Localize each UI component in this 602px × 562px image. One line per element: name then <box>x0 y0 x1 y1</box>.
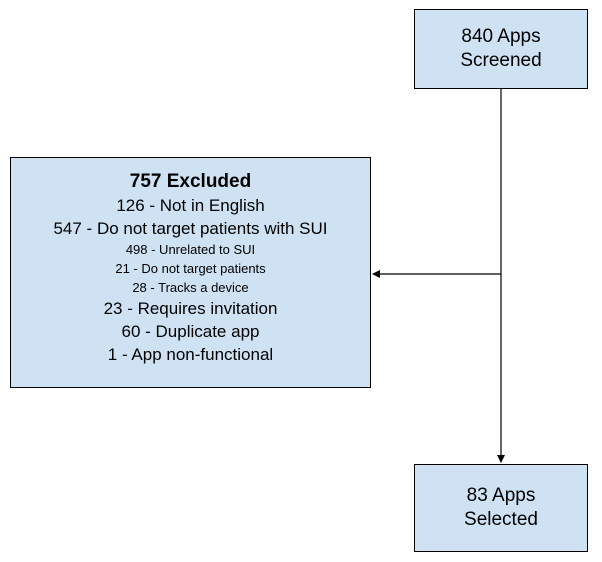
screened-label: Screened <box>460 50 542 71</box>
screened-apps-box: 840 Apps Screened <box>414 9 588 89</box>
reason-tracks-device: 28 - Tracks a device <box>132 280 249 295</box>
reason-not-target-sui: 547 - Do not target patients with SUI <box>53 219 328 238</box>
reason-requires-invitation: 23 - Requires invitation <box>103 299 278 318</box>
selected-label: Selected <box>464 509 538 530</box>
reason-not-target-patients: 21 - Do not target patients <box>115 261 266 276</box>
selected-count: 83 Apps <box>466 485 536 506</box>
excluded-title: 757 Excluded <box>129 171 252 192</box>
selected-apps-box: 83 Apps Selected <box>414 464 588 552</box>
reason-non-functional: 1 - App non-functional <box>107 345 274 364</box>
reason-not-english: 126 - Not in English <box>116 196 265 215</box>
reason-unrelated-sui: 498 - Unrelated to SUI <box>125 242 256 257</box>
reason-duplicate-app: 60 - Duplicate app <box>121 322 260 341</box>
screened-count: 840 Apps <box>461 26 541 47</box>
excluded-apps-box: 757 Excluded 126 - Not in English 547 - … <box>10 157 371 388</box>
